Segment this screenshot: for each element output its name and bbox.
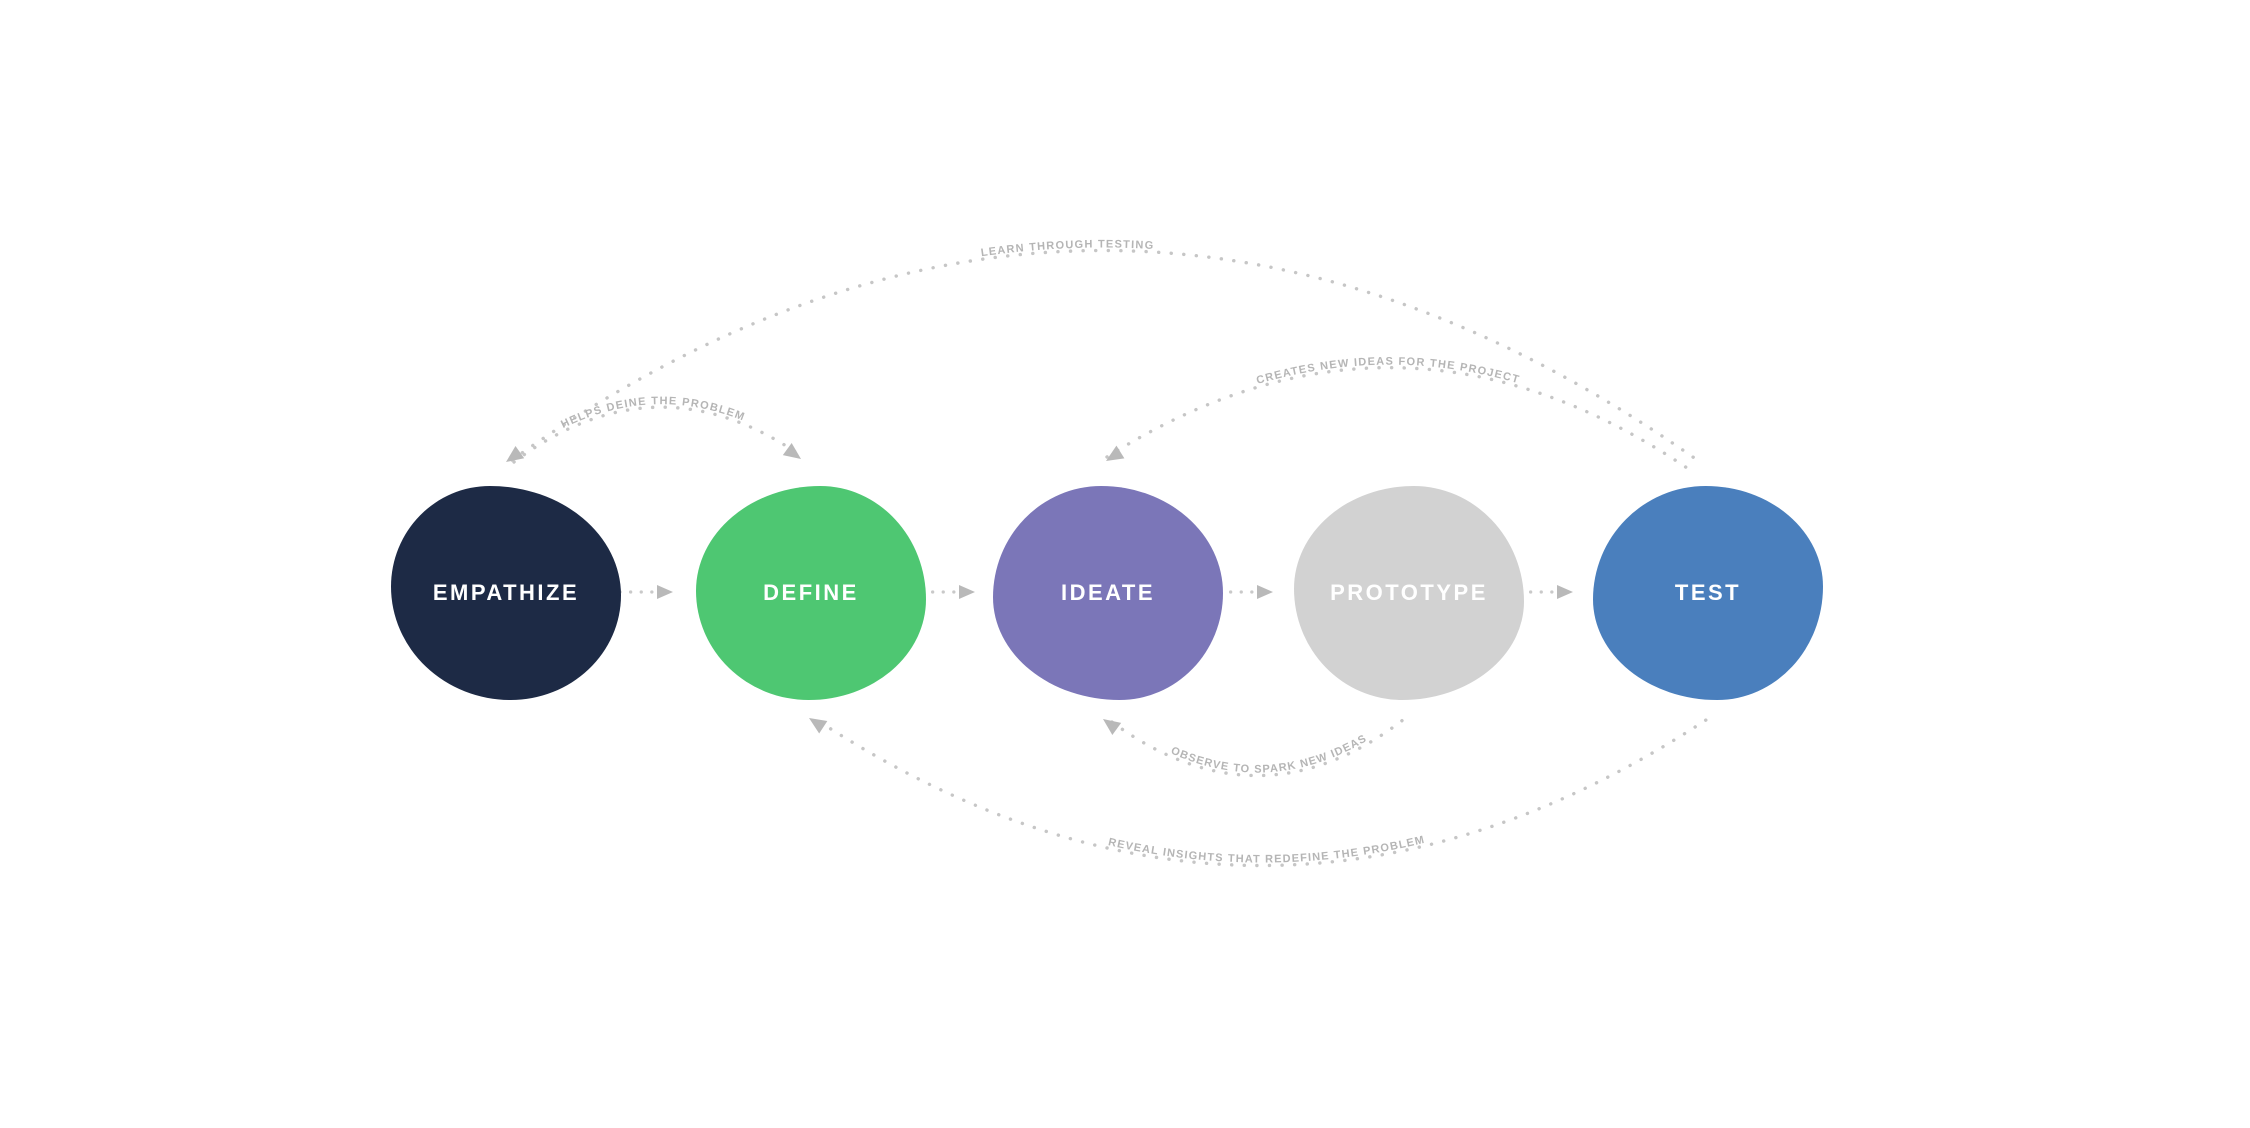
stage-define: DEFINE <box>696 486 926 700</box>
arrowhead-icon-ideate-top <box>1106 445 1125 461</box>
arrowhead-icon-define-bottom <box>809 718 828 734</box>
connector-define-ideate <box>920 585 975 599</box>
arc-helps-define-problem <box>512 405 802 464</box>
arrow-right-icon <box>959 585 975 599</box>
arrow-right-icon <box>657 585 673 599</box>
arc-learn-through-testing <box>510 248 1702 464</box>
stage-ideate-label: IDEATE <box>1060 580 1156 605</box>
stage-prototype-label: PROTOTYPE <box>1330 580 1488 605</box>
stage-empathize-label: EMPATHIZE <box>432 580 580 605</box>
arc-creates-new-ideas <box>1105 366 1692 472</box>
arrow-right-icon <box>1257 585 1273 599</box>
arrow-right-icon <box>1557 585 1573 599</box>
stage-test-label: TEST <box>1674 580 1742 605</box>
arrowhead-icon-empathize-top <box>506 446 525 462</box>
connector-prototype-test <box>1518 585 1573 599</box>
arc-label-creates-new-ideas: CREATES NEW IDEAS FOR THE PROJECT <box>1255 356 1521 387</box>
stage-test: TEST <box>1593 486 1823 700</box>
arc-label-reveal-insights: REVEAL INSIGHTS THAT REDEFINE THE PROBLE… <box>1107 834 1426 866</box>
arc-label-observe-spark-ideas: OBSERVE TO SPARK NEW IDEAS <box>1169 732 1369 775</box>
arrowhead-icon-define-top <box>782 442 801 459</box>
connector-empathize-define <box>618 585 673 599</box>
stage-empathize: EMPATHIZE <box>391 486 621 700</box>
arrowhead-icon-ideate-bottom <box>1103 719 1122 736</box>
stage-ideate: IDEATE <box>993 486 1223 700</box>
connector-ideate-prototype <box>1218 585 1273 599</box>
stage-define-label: DEFINE <box>763 580 859 605</box>
arc-observe-spark-ideas <box>1110 714 1410 778</box>
stage-prototype: PROTOTYPE <box>1294 486 1524 700</box>
arc-label-helps-define-problem: HELPS DEINE THE PROBLEM <box>559 395 747 431</box>
arc-reveal-insights <box>818 714 1714 868</box>
